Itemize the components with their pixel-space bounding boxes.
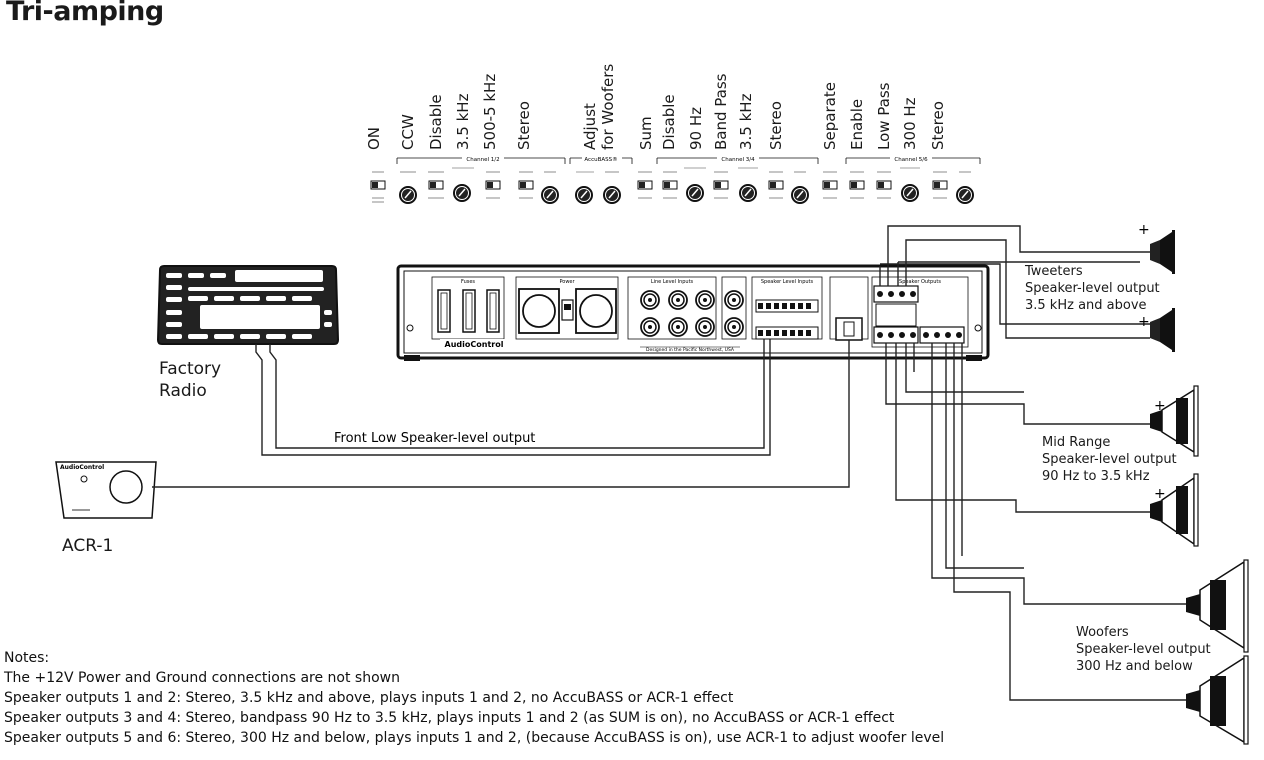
knob-gain-12 xyxy=(541,186,559,204)
plus-midrange-top: + xyxy=(1154,398,1166,414)
midrange-label: Mid Range Speaker-level output 90 Hz to … xyxy=(1042,435,1177,484)
switch-bus-sum xyxy=(637,180,653,190)
factory-radio xyxy=(156,265,340,345)
amp-fuses-label: Fuses xyxy=(461,279,475,285)
amplifier: Fuses AudioControl Power Line Level Inpu… xyxy=(396,264,990,361)
section-channel-56: Channel 5/6 xyxy=(894,157,928,163)
switch-crossover-type-56 xyxy=(876,180,892,190)
amp-line-level-inputs-label: Line Level Inputs xyxy=(651,279,694,285)
knob-accubass-level xyxy=(603,186,621,204)
wire-label-front-low: Front Low Speaker-level output xyxy=(334,431,535,446)
switch-mode-12 xyxy=(518,180,534,190)
knob-gain-56 xyxy=(956,186,974,204)
amp-brand-logo: AudioControl xyxy=(445,340,504,349)
acr-1-remote: AudioControl xyxy=(55,461,157,519)
switch-crossover-range xyxy=(485,180,501,190)
switch-gto-signal-sense xyxy=(370,180,386,190)
note-line: Speaker outputs 5 and 6: Stereo, 300 Hz … xyxy=(4,730,945,746)
tweeters-label: Tweeters Speaker-level output 3.5 kHz an… xyxy=(1025,264,1160,313)
amp-power-label: Power xyxy=(559,279,575,285)
switch-mode-56 xyxy=(932,180,948,190)
section-accubass: AccuBASS® xyxy=(584,156,617,163)
woofers-label: Woofers Speaker-level output 300 Hz and … xyxy=(1076,625,1211,674)
amp-speaker-outputs-label: Speaker Outputs xyxy=(899,279,941,285)
plus-tweeter-bottom: + xyxy=(1138,314,1150,330)
woofer-bottom xyxy=(1186,655,1249,745)
control-panel: Channel 1/2 AccuBASS® Channel 3/4 Channe… xyxy=(370,154,981,204)
notes: Notes: The +12V Power and Ground connect… xyxy=(4,648,944,748)
section-channel-34: Channel 3/4 xyxy=(721,157,755,163)
page-title: Tri-amping xyxy=(6,0,164,27)
notes-heading: Notes: xyxy=(4,650,50,666)
plus-midrange-bottom: + xyxy=(1154,486,1166,502)
switch-accubass-12 xyxy=(428,180,444,190)
knob-lp-crossover-56 xyxy=(901,184,919,202)
woofer-top xyxy=(1186,559,1249,653)
section-channel-12: Channel 1/2 xyxy=(466,157,499,163)
switch-mode-34 xyxy=(768,180,784,190)
plus-tweeter-top: + xyxy=(1138,222,1150,238)
switch-crossover-type-34 xyxy=(713,180,729,190)
switch-bus-sum-56 xyxy=(822,180,838,190)
knob-hp-crossover-12 xyxy=(453,184,471,202)
switch-accubass-56 xyxy=(849,180,865,190)
knob-hp-crossover-34 xyxy=(686,184,704,202)
knob-lp-crossover-34 xyxy=(739,184,757,202)
wiring xyxy=(152,225,1196,701)
amp-designed-label: Designed in the Pacific Northwest, USA xyxy=(646,347,735,353)
midrange-top xyxy=(1150,385,1199,457)
note-line: Speaker outputs 1 and 2: Stereo, 3.5 kHz… xyxy=(4,690,734,706)
switch-accubass-34 xyxy=(662,180,678,190)
amp-speaker-level-inputs-label: Speaker Level Inputs xyxy=(761,279,814,285)
knob-gain-34 xyxy=(791,186,809,204)
knob-front-high-level xyxy=(399,186,417,204)
tweeter-bottom xyxy=(1150,308,1175,352)
note-line: The +12V Power and Ground connections ar… xyxy=(4,670,400,686)
tweeter-top xyxy=(1150,230,1175,274)
knob-accubass-threshold xyxy=(575,186,593,204)
acr-1-label: ACR-1 xyxy=(62,536,114,556)
acr-brand: AudioControl xyxy=(60,464,104,471)
factory-radio-label: Factory Radio xyxy=(159,359,222,401)
midrange-bottom xyxy=(1150,473,1199,547)
note-line: Speaker outputs 3 and 4: Stereo, bandpas… xyxy=(4,710,895,726)
